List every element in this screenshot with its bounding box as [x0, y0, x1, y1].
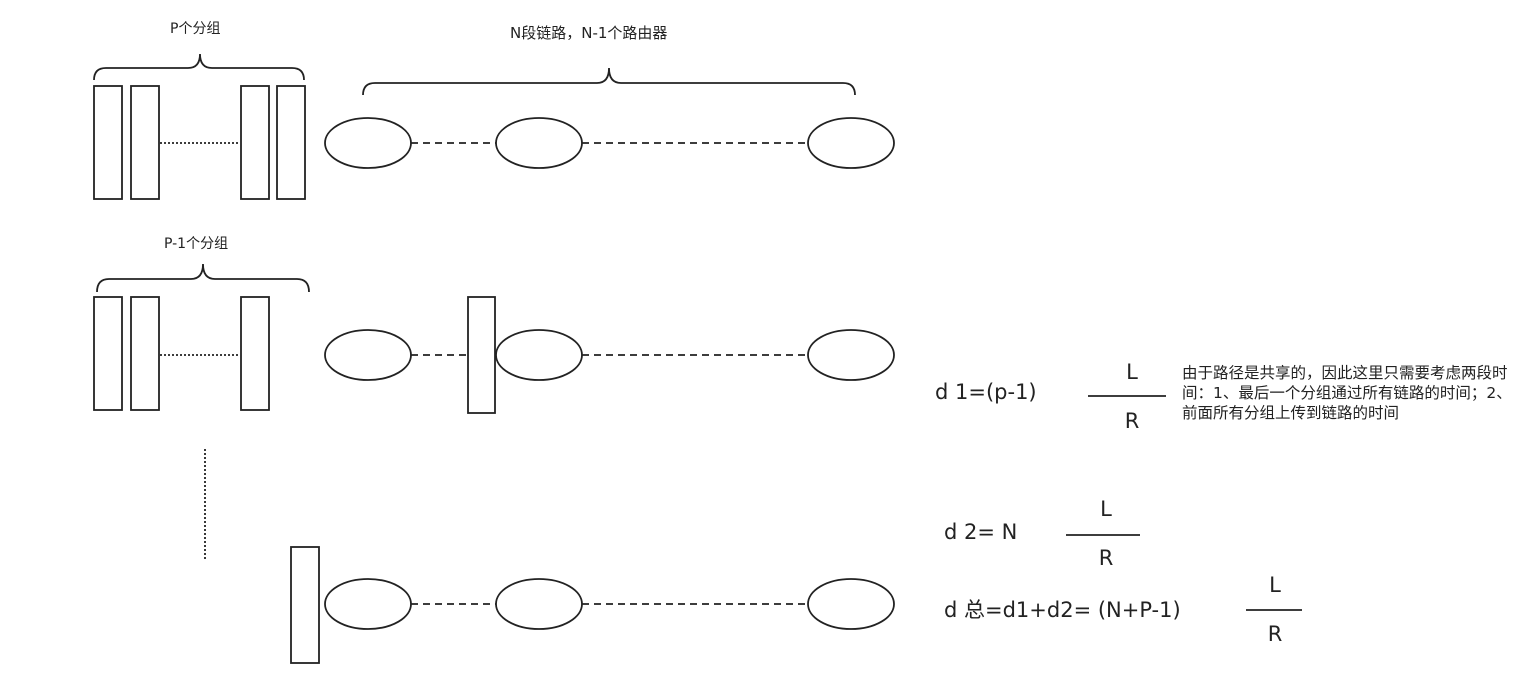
label-links-routers: N段链路，N-1个路由器 — [510, 24, 668, 42]
source-node — [324, 329, 412, 381]
source-node — [324, 117, 412, 169]
packet-rect — [276, 85, 306, 200]
packet-rect — [130, 85, 160, 200]
brace-p-minus-1-packets — [96, 263, 310, 293]
label-p-packets: P个分组 — [170, 21, 221, 37]
router-node — [495, 329, 583, 381]
router-node — [495, 117, 583, 169]
packet-rect — [130, 296, 160, 411]
formula-d1-numerator: L — [1126, 360, 1138, 384]
brace-links — [362, 67, 856, 96]
formula-d-total-numerator: L — [1269, 573, 1281, 597]
explanation-note: 由于路径是共享的，因此这里只需要考虑两段时间：1、最后一个分组通过所有链路的时间… — [1182, 364, 1512, 422]
destination-node — [807, 578, 895, 630]
packet-rect — [93, 85, 123, 200]
destination-node — [807, 329, 895, 381]
formula-d-total-lhs: d 总=d1+d2= (N+P-1) — [944, 598, 1181, 622]
formula-d2-denominator: R — [1098, 546, 1114, 570]
formula-d1-denominator: R — [1124, 409, 1140, 433]
packet-in-transit — [467, 296, 496, 414]
label-p-minus-1-packets: P-1个分组 — [164, 236, 229, 252]
formula-d1-lhs: d 1=(p-1) — [935, 380, 1037, 404]
destination-node — [807, 117, 895, 169]
last-packet — [290, 546, 320, 664]
formula-d-total-denominator: R — [1267, 622, 1283, 646]
packet-rect — [240, 85, 270, 200]
packet-rect — [93, 296, 123, 411]
formula-d2-lhs: d 2= N — [944, 520, 1018, 544]
source-node — [324, 578, 412, 630]
packet-rect — [240, 296, 270, 411]
formula-d2-numerator: L — [1100, 497, 1112, 521]
router-node — [495, 578, 583, 630]
brace-p-packets — [93, 53, 305, 81]
